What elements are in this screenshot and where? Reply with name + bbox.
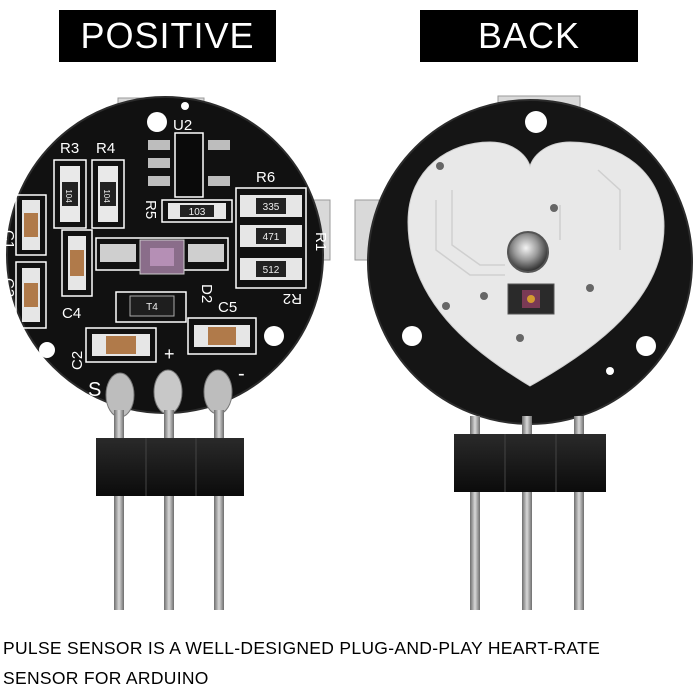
silk-c2: C2: [69, 351, 86, 370]
back-label-text: BACK: [477, 15, 581, 56]
marking-r5-value: 103: [189, 207, 206, 218]
led: [507, 231, 549, 273]
silk-c5: C5: [218, 299, 237, 316]
marking-r2-value: 512: [263, 265, 280, 276]
silk-r6: R6: [256, 169, 275, 186]
back-board: [354, 95, 693, 610]
caption-line-2: SENSOR FOR ARDUINO: [3, 668, 209, 688]
positive-label-text: POSITIVE: [80, 15, 255, 56]
silk-s: S: [88, 379, 101, 401]
silk-c4: C4: [62, 305, 81, 322]
silk-d2: D2: [198, 284, 215, 303]
pulse-sensor-photo: R3 R4 U2 R6 R5 R1 C1 C4 C3 D2 C5 R2 C2 S…: [0, 95, 693, 610]
front-board: R3 R4 U2 R6 R5 R1 C1 C4 C3 D2 C5 R2 C2 S…: [0, 96, 331, 610]
silk-c1: C1: [0, 230, 17, 249]
silk-r2: R2: [283, 290, 302, 307]
silk-minus: -: [238, 363, 245, 385]
silk-r3: R3: [60, 140, 79, 157]
marking-t4: T4: [146, 302, 158, 313]
silk-plus: +: [164, 344, 175, 364]
silk-r4: R4: [96, 140, 115, 157]
silk-c3: C3: [0, 278, 17, 297]
silk-r1: R1: [312, 232, 329, 251]
marking-r4-value: 104: [102, 189, 111, 203]
silk-u2: U2: [173, 117, 192, 134]
positive-label: POSITIVE: [59, 10, 276, 62]
marking-r1-value: 471: [263, 232, 280, 243]
marking-r3-value: 104: [64, 189, 73, 203]
caption-line-1: PULSE SENSOR IS A WELL-DESIGNED PLUG-AND…: [3, 638, 601, 658]
marking-r6-value: 335: [263, 202, 280, 213]
back-label: BACK: [420, 10, 638, 62]
silk-r5: R5: [142, 200, 159, 219]
